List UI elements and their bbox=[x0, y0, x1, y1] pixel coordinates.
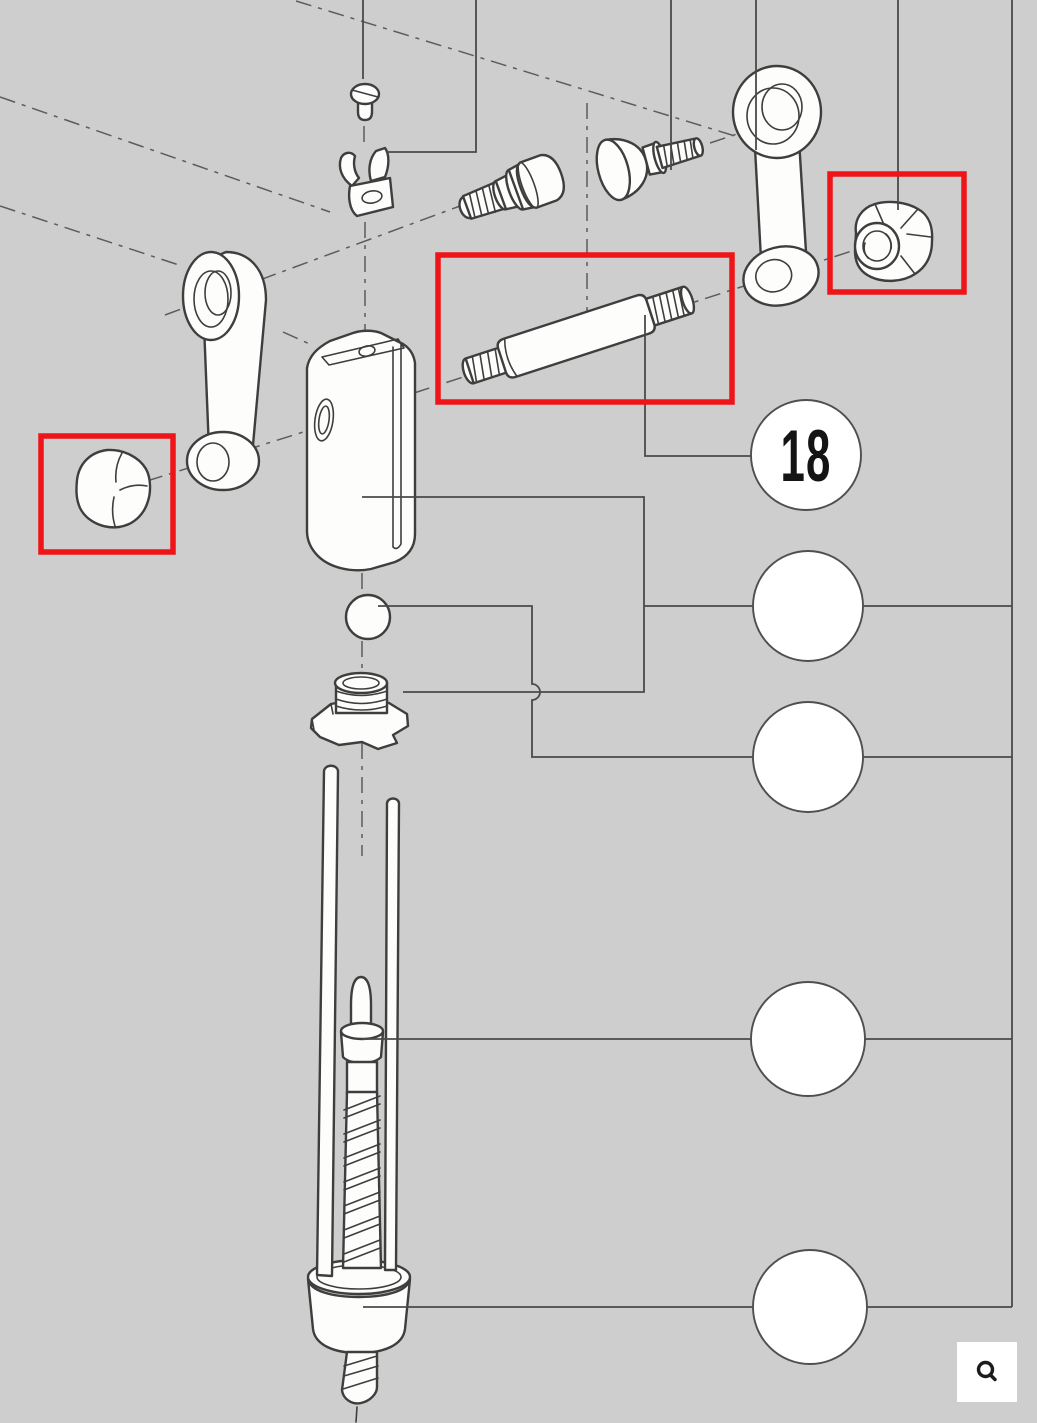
zoom-button[interactable] bbox=[957, 1342, 1017, 1402]
spring-clip bbox=[338, 146, 395, 218]
highlight-boxes bbox=[38, 171, 967, 555]
centerlines bbox=[0, 0, 859, 856]
plunger-spiral-shaft bbox=[339, 975, 385, 1270]
balloon-blank-3 bbox=[750, 981, 866, 1097]
guide-rod-left bbox=[315, 764, 340, 1278]
steel-ball bbox=[344, 593, 392, 641]
magnifier-icon bbox=[976, 1360, 997, 1382]
needle-bar-assembly bbox=[306, 764, 412, 1423]
guide-rod-right bbox=[383, 797, 401, 1272]
cup-bushing bbox=[306, 1277, 412, 1355]
cap-nut bbox=[75, 448, 152, 529]
highlight-box-cap-nut bbox=[38, 433, 176, 555]
highlight-box-hex-nut bbox=[827, 171, 967, 295]
balloon-blank-2 bbox=[752, 701, 864, 813]
hex-nut bbox=[853, 200, 934, 282]
connecting-rod-right bbox=[731, 64, 823, 307]
slotted-screw bbox=[349, 82, 381, 122]
spiral-tip bbox=[340, 1350, 379, 1423]
shoulder-screw-right bbox=[595, 137, 705, 202]
highlight-box-stud-pin bbox=[435, 252, 735, 405]
balloon-18: 18 bbox=[750, 399, 862, 511]
balloon-blank-4 bbox=[752, 1249, 868, 1365]
threaded-bushing bbox=[309, 671, 410, 751]
balloon-18-label: 18 bbox=[780, 416, 831, 497]
connecting-rod-left bbox=[181, 250, 268, 492]
leader-lines bbox=[362, 0, 1013, 1308]
clamp-body bbox=[305, 329, 417, 572]
balloon-blank-1 bbox=[752, 550, 864, 662]
shoulder-screw-left bbox=[458, 153, 566, 220]
stud-pin bbox=[461, 285, 696, 385]
